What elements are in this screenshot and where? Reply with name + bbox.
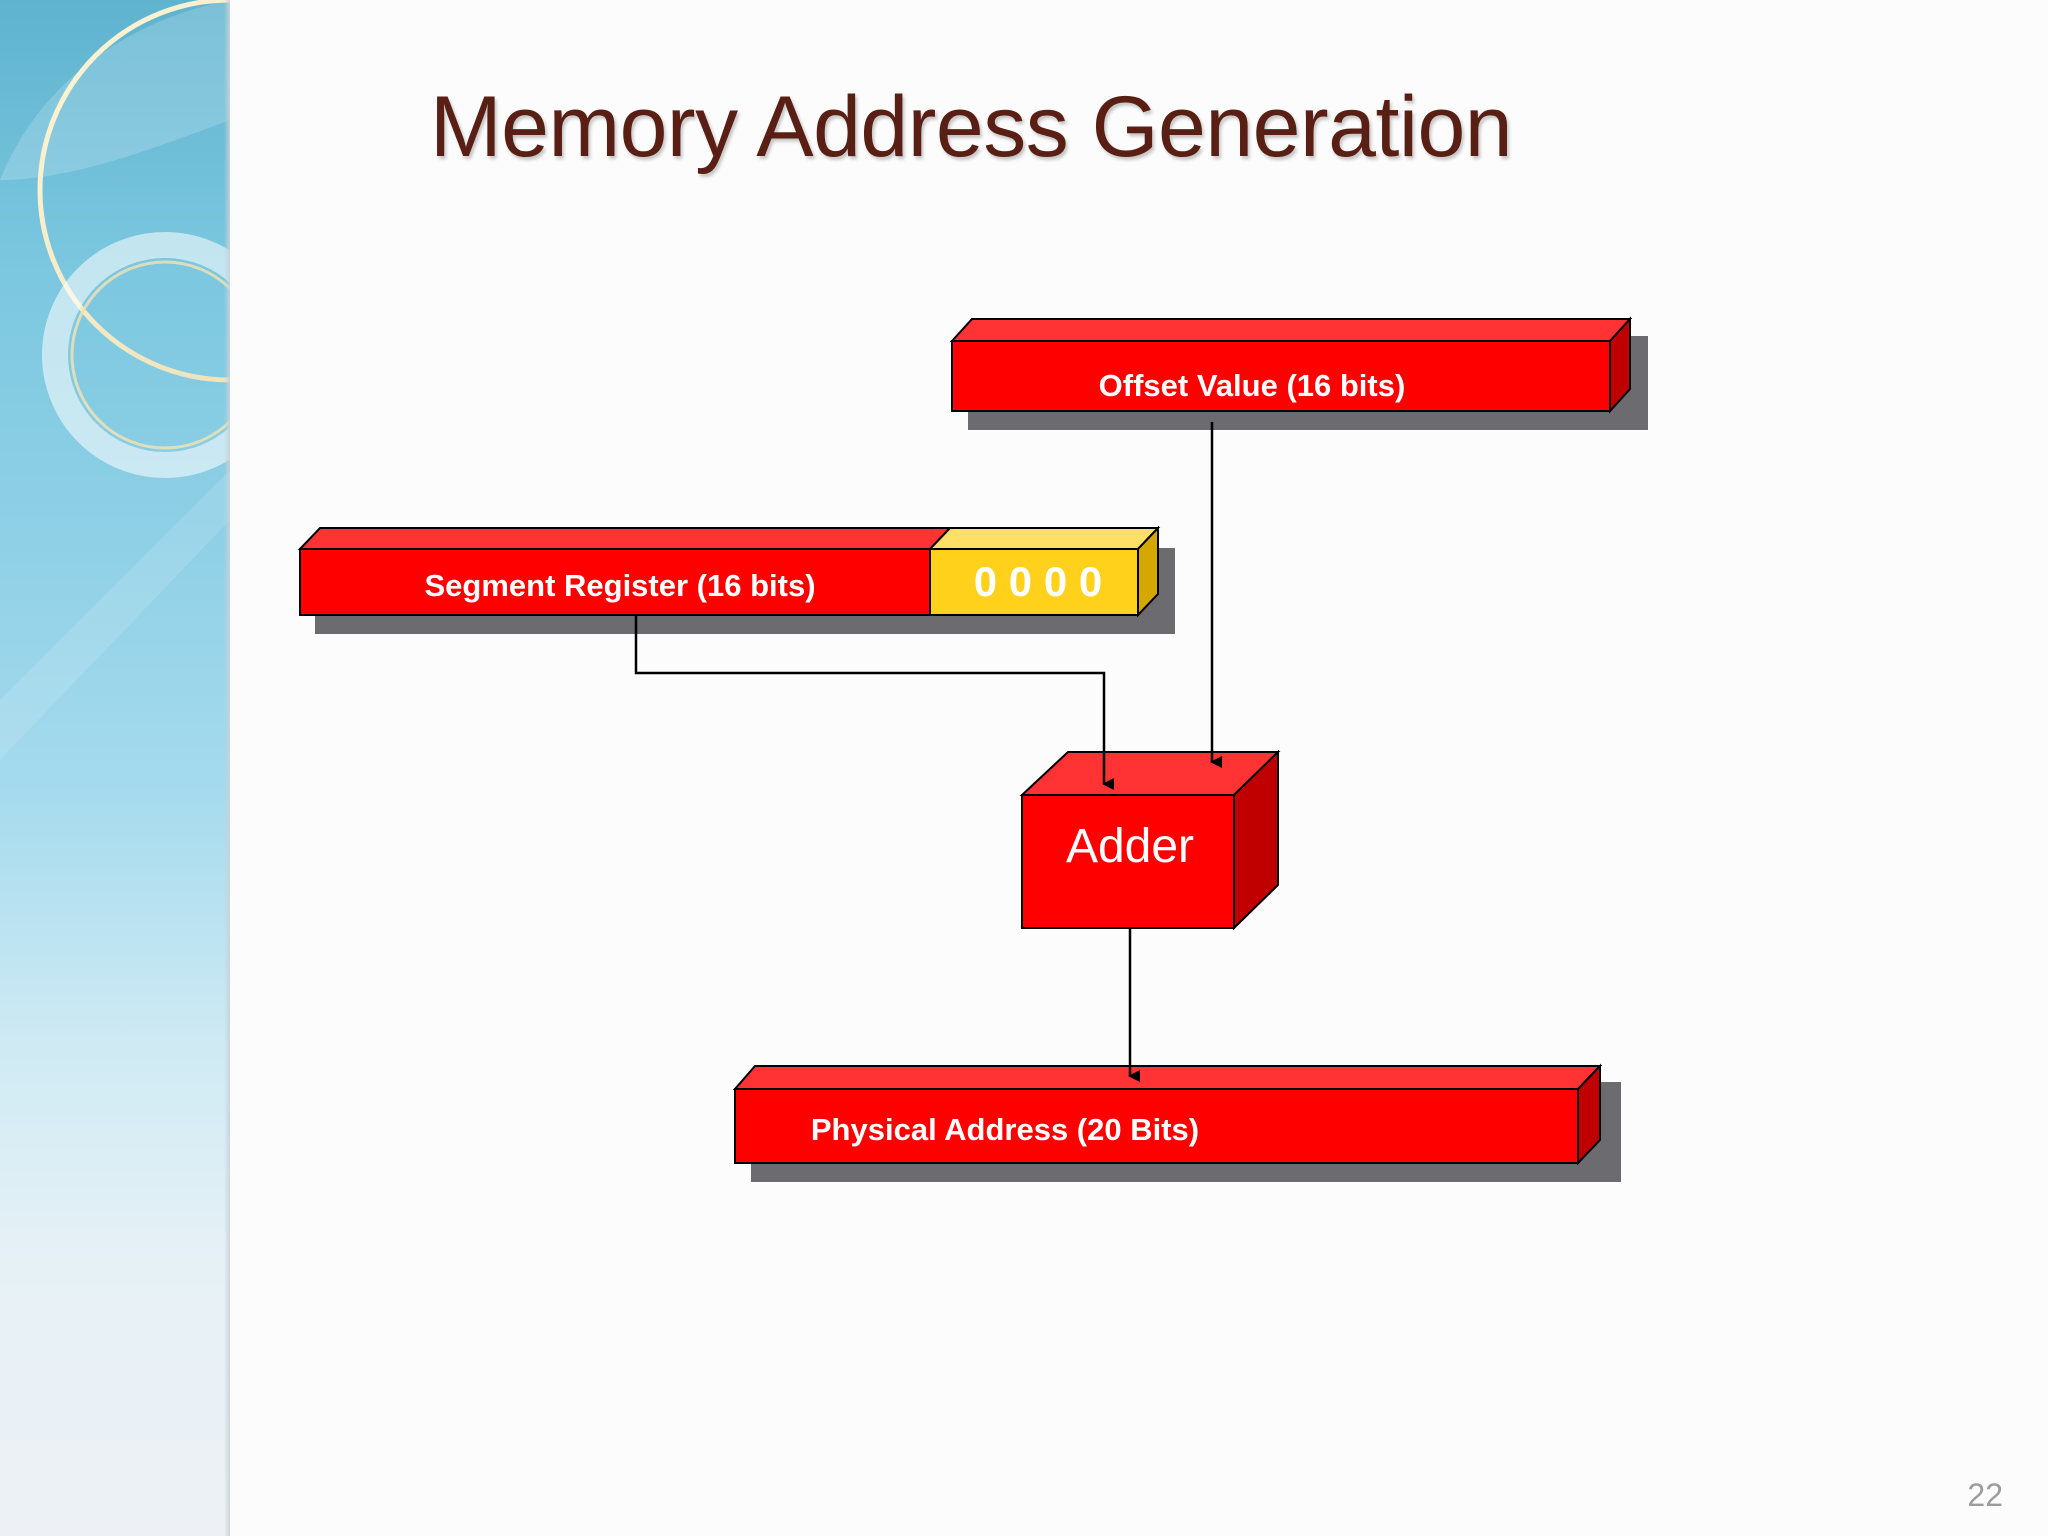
connectors — [634, 422, 1222, 1082]
large-ring — [37, 0, 230, 383]
zero-pad-top — [927, 527, 1161, 550]
offset-value-front — [951, 340, 1611, 412]
segment-register-front — [299, 548, 936, 616]
offset-value-box: Offset Value (16 bits) — [949, 316, 1648, 430]
slide-title: Memory Address Generation — [430, 79, 1513, 175]
sidebar-edge — [224, 0, 230, 1536]
physical-address-front — [734, 1088, 1579, 1164]
adder-label: Adder — [1066, 820, 1194, 873]
physical-address-top — [732, 1065, 1603, 1090]
zero-pad-label: 0 0 0 0 — [974, 558, 1102, 605]
sidebar-decoration — [0, 0, 230, 1536]
zero-pad-front — [929, 548, 1139, 616]
physical-address-box: Physical Address (20 Bits) — [732, 1063, 1621, 1182]
adder-box: Adder — [1019, 749, 1281, 931]
page-number: 22 — [1967, 1477, 2003, 1513]
light-arc — [0, 0, 230, 180]
segment-register-label: Segment Register (16 bits) — [424, 568, 815, 603]
small-ring-outer — [42, 232, 230, 478]
light-streak — [0, 470, 230, 760]
small-ring-inner — [70, 260, 230, 450]
offset-value-label: Offset Value (16 bits) — [1099, 368, 1406, 403]
physical-address-label: Physical Address (20 Bits) — [811, 1112, 1199, 1147]
segment-to-adder-arrow — [634, 615, 1114, 790]
adder-front — [1021, 794, 1235, 929]
offset-value-top — [949, 318, 1633, 342]
segment-register-top — [297, 527, 958, 550]
zero-pad-box: 0 0 0 0 — [927, 525, 1161, 618]
decorative-rings — [0, 0, 230, 760]
